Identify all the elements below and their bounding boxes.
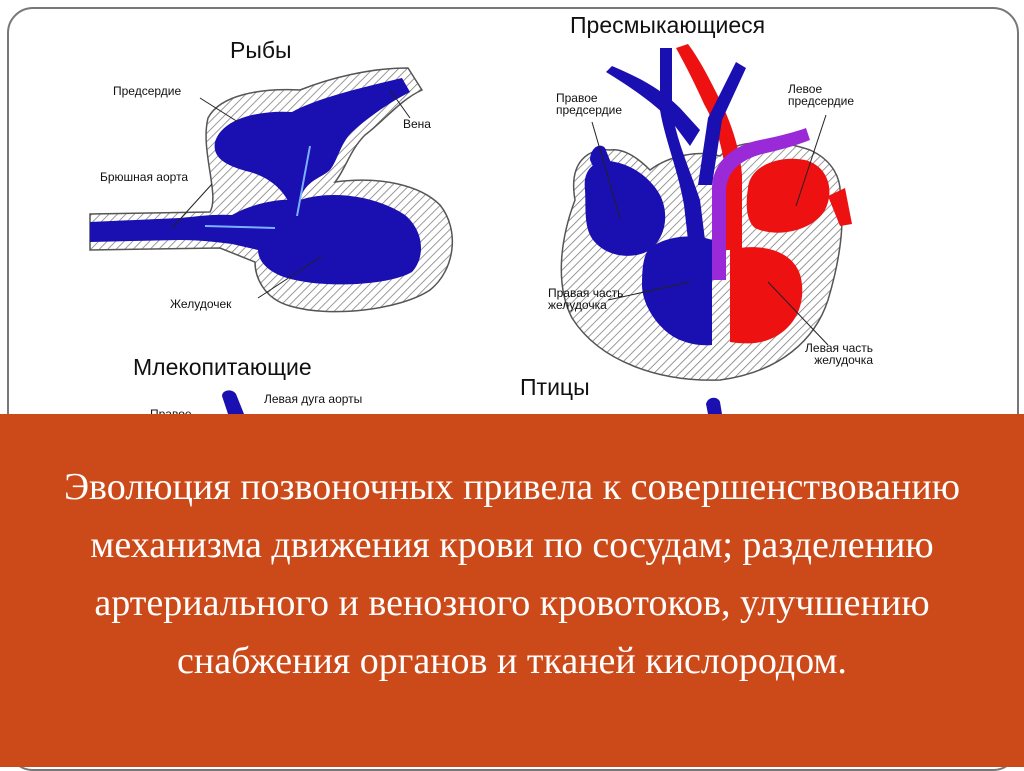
caption-panel: Эволюция позвоночных привела к совершенс… <box>0 414 1024 767</box>
reptile-leader-left-atrium <box>795 114 827 207</box>
fish-label-atrium: Предсердие <box>113 84 182 98</box>
reptile-leader-right-atrium <box>591 121 621 219</box>
fish-leader-aorta <box>171 183 213 229</box>
fish-label-vein: Вена <box>403 117 431 131</box>
reptile-pulmonary-artery <box>606 66 700 146</box>
reptile-label-right-ventricle: Правая часть желудочка <box>548 286 624 312</box>
fish-title: Рыбы <box>230 37 292 63</box>
fish-label-ventral-aorta: Брюшная аорта <box>100 170 189 184</box>
reptile-left-ventricle <box>730 247 803 344</box>
fish-leader-atrium <box>199 97 239 123</box>
fish-ventricle <box>232 195 422 285</box>
reptile-leader-left-ventricle <box>767 281 829 346</box>
fish-label-ventricle: Желудочек <box>170 297 232 311</box>
reptile-pulmonary-vein <box>828 188 852 226</box>
reptile-label-left-ventricle: Левая часть желудочка <box>805 341 873 367</box>
reptiles-title: Пресмыкающиеся <box>570 12 766 38</box>
reptile-left-atrium <box>746 158 830 233</box>
reptile-heart <box>560 44 852 381</box>
fish-flow-arrow-1 <box>296 145 311 217</box>
bird-vessel-partial <box>706 397 722 414</box>
reptile-label-right-atrium: Правое предсердие <box>556 91 623 117</box>
reptile-label-left-atrium: Левое предсердие <box>788 82 855 108</box>
fish-leader-vein <box>389 89 411 119</box>
reptile-arch-vessel-blue-2 <box>698 62 746 185</box>
reptile-mixed-vessel <box>712 128 810 280</box>
reptile-arch-vessel-blue <box>660 48 705 240</box>
mammal-vessel-partial <box>222 390 244 414</box>
reptile-arch-vessel-red <box>676 44 742 250</box>
mammals-title: Млекопитающие <box>133 354 312 380</box>
fish-heart <box>89 67 453 313</box>
reptile-vena-cava <box>590 145 618 186</box>
fish-atrium <box>214 78 410 210</box>
fish-leader-ventricle <box>257 255 323 299</box>
caption-text: Эволюция позвоночных привела к совершенс… <box>63 466 961 682</box>
reptile-right-ventricle <box>642 236 712 346</box>
mammal-label-left-aortic-arch: Левая дуга аорты <box>264 392 363 406</box>
birds-title: Птицы <box>520 374 590 400</box>
fish-flow-arrow-2 <box>204 225 276 229</box>
reptile-leader-right-ventricle <box>607 281 691 301</box>
fish-ventral-aorta <box>90 214 232 244</box>
